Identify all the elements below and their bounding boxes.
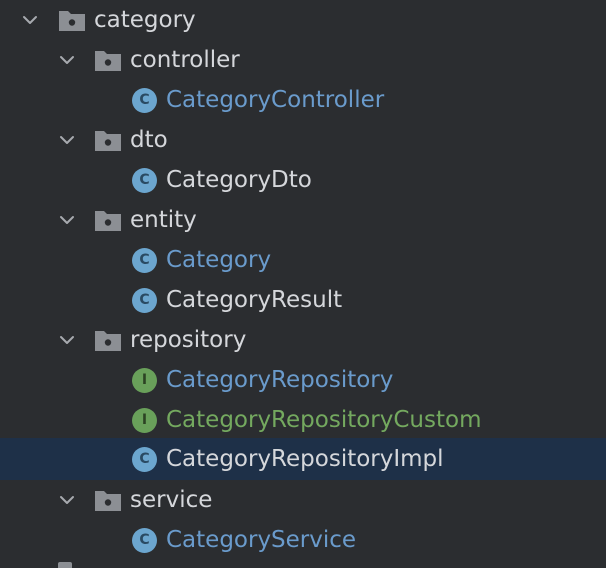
tree-node-category-repository-impl[interactable]: C CategoryRepositoryImpl [0, 438, 606, 480]
class-icon: C [132, 528, 157, 553]
interface-icon: I [132, 368, 157, 393]
tree-node-label: Category [166, 247, 272, 273]
chevron-down-icon[interactable] [57, 130, 77, 150]
interface-icon: I [132, 408, 157, 433]
tree-node-category-result[interactable]: C CategoryResult [0, 280, 606, 320]
tree-node-label: category [94, 7, 196, 33]
tree-node-label: CategoryRepository [166, 367, 394, 393]
folder-package-icon [59, 11, 85, 31]
class-icon: C [132, 88, 157, 113]
tree-node-label: entity [130, 207, 197, 233]
class-icon: C [132, 288, 157, 313]
tree-node-label: dto [130, 127, 168, 153]
chevron-down-icon[interactable] [57, 490, 77, 510]
tree-node-category-dto[interactable]: C CategoryDto [0, 160, 606, 200]
class-icon: C [132, 168, 157, 193]
tree-node-label: CategoryService [166, 527, 357, 553]
tree-node-label: CategoryRepositoryCustom [166, 407, 482, 433]
tree-node-category-repository-custom[interactable]: I CategoryRepositoryCustom [0, 400, 606, 440]
chevron-down-icon[interactable] [20, 10, 40, 30]
tree-node-label: CategoryDto [166, 167, 312, 193]
tree-node-controller[interactable]: controller [0, 40, 606, 80]
tree-node-label: repository [130, 327, 247, 353]
tree-node-label: CategoryRepositoryImpl [166, 446, 444, 472]
tree-node-label: service [130, 487, 213, 513]
tree-node-category[interactable]: category [0, 0, 606, 40]
tree-node-service[interactable]: service [0, 480, 606, 520]
tree-node-repository[interactable]: repository [0, 320, 606, 360]
tree-node-dto[interactable]: dto [0, 120, 606, 160]
folder-package-icon [95, 211, 121, 231]
tree-node-label: controller [130, 47, 240, 73]
tree-node-category-controller[interactable]: C CategoryController [0, 80, 606, 120]
folder-package-icon [95, 131, 121, 151]
tree-node-category-entity[interactable]: C Category [0, 240, 606, 280]
tree-node-label: CategoryController [166, 87, 385, 113]
tree-node-category-service[interactable]: C CategoryService [0, 520, 606, 560]
tree-node-entity[interactable]: entity [0, 200, 606, 240]
tree-node-category-repository[interactable]: I CategoryRepository [0, 360, 606, 400]
tree-node-label: CategoryResult [166, 287, 343, 313]
class-icon: C [132, 248, 157, 273]
chevron-down-icon[interactable] [57, 210, 77, 230]
chevron-down-icon[interactable] [57, 50, 77, 70]
folder-package-icon [95, 331, 121, 351]
folder-icon [58, 562, 72, 568]
folder-package-icon [95, 491, 121, 511]
class-icon: C [132, 447, 157, 472]
folder-package-icon [95, 51, 121, 71]
chevron-down-icon[interactable] [57, 330, 77, 350]
